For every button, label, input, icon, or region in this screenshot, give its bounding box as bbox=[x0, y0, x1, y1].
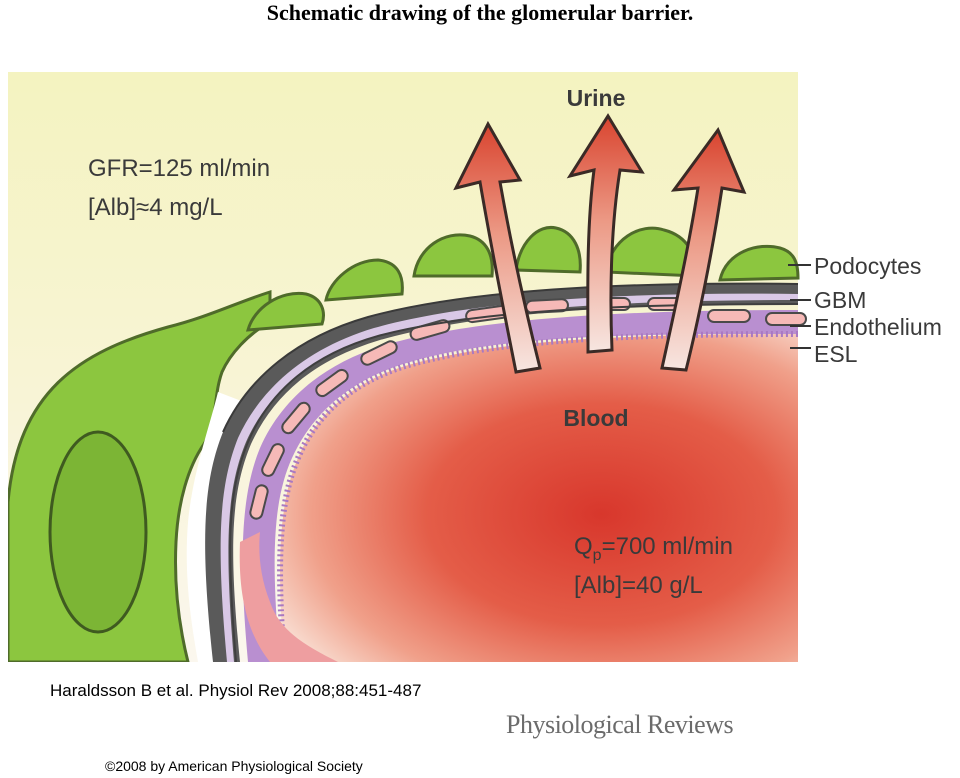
plasma-flow-value: =700 ml/min bbox=[602, 533, 733, 560]
endothelial-cell-body bbox=[239, 532, 338, 662]
urine-label: Urine bbox=[567, 85, 626, 111]
layer-label-endothelium: Endothelium bbox=[814, 314, 942, 340]
filtration-arrows bbox=[453, 113, 747, 374]
gfr-label: GFR=125 ml/min bbox=[88, 155, 270, 182]
filtration-arrow-3 bbox=[660, 126, 747, 372]
blood-label: Blood bbox=[563, 405, 628, 431]
layer-label-esl: ESL bbox=[814, 341, 858, 367]
layer-label-podocytes: Podocytes bbox=[814, 253, 921, 279]
layer-leader-lines bbox=[788, 264, 811, 349]
plasma-flow-label: Qp=700 ml/min bbox=[574, 533, 733, 564]
filtrate-albumin-label: [Alb]≈4 mg/L bbox=[88, 194, 223, 221]
layer-label-gbm: GBM bbox=[814, 287, 866, 313]
citation: Haraldsson B et al. Physiol Rev 2008;88:… bbox=[50, 681, 422, 700]
plasma-albumin-label: [Alb]=40 g/L bbox=[574, 572, 703, 599]
blood-lumen bbox=[280, 334, 798, 662]
plasma-flow-subscript: p bbox=[593, 547, 602, 564]
gbm-lamina-line bbox=[229, 303, 799, 662]
slit-diaphragm-line bbox=[222, 282, 799, 433]
glomerular-barrier-diagram: Urine Blood GFR=125 ml/min [Alb]≈4 mg/L … bbox=[8, 72, 960, 662]
podocyte-foot-processes bbox=[245, 225, 800, 332]
filtration-arrow-2 bbox=[566, 113, 645, 354]
filtration-arrow-1 bbox=[453, 120, 542, 374]
copyright-notice: ©2008 by American Physiological Society bbox=[105, 758, 363, 774]
journal-logo: Physiological Reviews bbox=[506, 710, 734, 739]
slide-title: Schematic drawing of the glomerular barr… bbox=[266, 0, 694, 25]
urinary-space bbox=[186, 392, 244, 662]
podocyte-nucleus bbox=[48, 430, 148, 634]
plasma-flow-q: Q bbox=[574, 533, 593, 560]
